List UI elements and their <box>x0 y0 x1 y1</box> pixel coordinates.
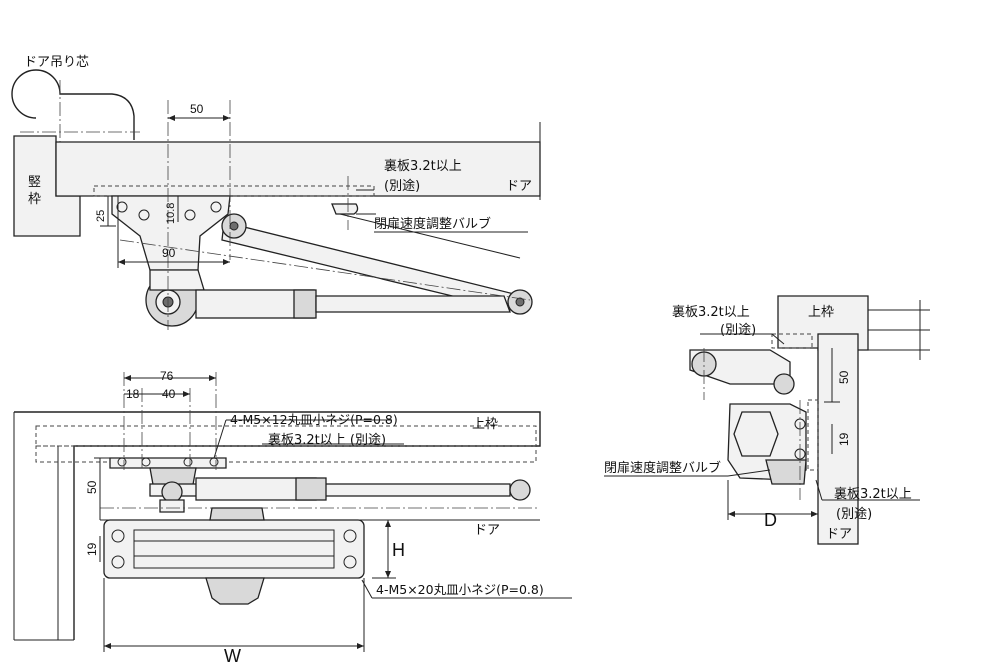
door-panel <box>55 141 541 197</box>
door-label-side: ドア <box>826 527 852 542</box>
jamb-label-2: 枠 <box>28 192 41 207</box>
dim-18: 18 <box>126 387 140 401</box>
jamb-label-1: 竪 <box>28 175 41 190</box>
top-frame-label-side: 上枠 <box>808 305 834 320</box>
frame-outline <box>14 411 541 640</box>
top-frame-label-front: 上枠 <box>472 417 498 432</box>
dim-19-left: 19 <box>85 542 99 556</box>
back-plate-label-top: 裏板3.2t以上 <box>384 159 462 174</box>
dim-50-left: 50 <box>85 480 99 494</box>
dim-90: 90 <box>162 246 176 260</box>
dim-10-8: 10.8 <box>165 203 177 224</box>
valve-label-side: 閉扉速度調整バルブ <box>604 460 721 476</box>
dim-76: 76 <box>160 369 174 383</box>
top-view <box>11 69 541 330</box>
dim-D: D <box>764 510 777 530</box>
dim-40: 40 <box>162 387 176 401</box>
dim-19-right: 19 <box>837 432 851 446</box>
closer-body-front <box>103 519 365 579</box>
valve-label-top: 閉扉速度調整バルブ <box>374 216 491 232</box>
door-label-front: ドア <box>474 523 500 538</box>
dim-50-top: 50 <box>190 102 204 116</box>
back-plate-label-side-2: 裏板3.2t以上 <box>834 487 912 502</box>
dim-25: 25 <box>95 210 107 222</box>
forearm-rod <box>315 295 511 313</box>
back-plate-label-side: 裏板3.2t以上 <box>672 305 750 320</box>
screw-upper-label: 4-M5×12丸皿小ネジ(P=0.8) <box>230 412 398 427</box>
door-pivot-arc <box>11 69 135 140</box>
screw-lower-label: 4-M5×20丸皿小ネジ(P=0.8) <box>376 582 544 597</box>
door-pivot-label: ドア吊り芯 <box>24 55 89 70</box>
dim-W: W <box>224 646 241 666</box>
separate-label-side: (別途) <box>720 322 756 338</box>
dim-H: H <box>392 540 405 560</box>
side-view <box>604 295 930 545</box>
back-plate-inline-label: 裏板3.2t以上 (別途) <box>268 432 386 448</box>
separate-label-top: (別途) <box>384 178 420 194</box>
door-label-top: ドア <box>506 179 532 194</box>
front-view <box>13 372 572 652</box>
main-arm <box>221 221 515 311</box>
dim-50-right: 50 <box>837 370 851 384</box>
separate-label-side-2: (別途) <box>836 506 872 522</box>
